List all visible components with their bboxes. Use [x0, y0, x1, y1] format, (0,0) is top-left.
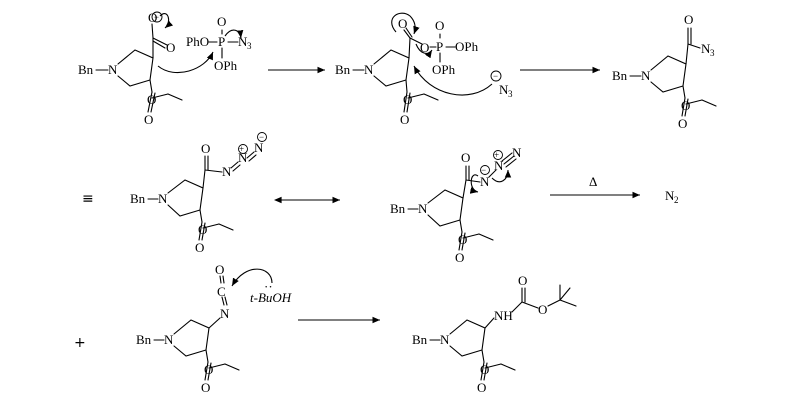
o-label-2e: O: [400, 112, 409, 127]
o-label-6b: O: [204, 362, 213, 377]
bn-label-1: Bn: [78, 62, 94, 77]
o-label-3b: O: [681, 98, 690, 113]
n-label-7: N: [440, 332, 450, 347]
structure-azide-resonance-b: Bn N O N − N + N O O: [390, 145, 522, 265]
equivalence-symbol: ≡: [82, 191, 94, 207]
o-label-5f: O: [455, 250, 464, 265]
tbuoh-label: t-BuOH: [250, 290, 292, 305]
o-label-7d: O: [477, 380, 486, 395]
n-label-3: N: [641, 68, 651, 83]
n-label-6: N: [164, 332, 174, 347]
structure-boc-product: Bn N NH O O O O: [412, 273, 577, 395]
structure-carboxylate: Bn N O O − O O PhO P O N 3 OPh: [78, 10, 252, 127]
o-label-5e: O: [458, 232, 467, 247]
n3-label-1: N: [238, 34, 248, 49]
o-label-3a: O: [684, 12, 693, 27]
o-label-6a: O: [215, 262, 224, 277]
o-label-1d: O: [144, 112, 153, 127]
sub2-label: 2: [674, 195, 679, 205]
minus-charge-2: −: [493, 71, 498, 81]
plus-charge-4: +: [239, 144, 244, 154]
curly-arrow-2b: [391, 12, 420, 35]
bn-label-4: Bn: [130, 191, 146, 206]
o-label-4f: O: [195, 240, 204, 255]
curly-arrow-1c: [159, 13, 173, 29]
sub3-label-3: 3: [710, 48, 715, 58]
plus-symbol: +: [74, 335, 86, 351]
c-label-6: C: [217, 284, 226, 299]
n-label-5b: N: [480, 174, 490, 189]
o-label-6c: O: [201, 380, 210, 395]
n-label-5d: N: [512, 145, 522, 160]
oph-label-2a: OPh: [455, 39, 479, 54]
o-label-3c: O: [678, 116, 687, 131]
minus-charge-4: −: [259, 132, 264, 142]
nh-label: NH: [494, 308, 513, 323]
curly-arrow-2c: [415, 43, 433, 59]
o-label-1e: O: [217, 14, 226, 29]
bn-label-6: Bn: [136, 332, 152, 347]
minus-charge-1: −: [154, 12, 159, 22]
sub3-label-2: 3: [508, 89, 513, 99]
o-label-4a: O: [201, 141, 210, 156]
o-label-2b: O: [420, 40, 429, 55]
curly-arrow-1b: [224, 29, 244, 39]
n-label-5: N: [418, 201, 428, 216]
n-label-4c: N: [238, 150, 248, 165]
bn-label-3: Bn: [612, 68, 628, 83]
p-label-1: P: [218, 34, 225, 49]
curly-arrow-6: [231, 268, 273, 287]
n2-label: N: [665, 188, 675, 203]
n-label-4b: N: [222, 164, 232, 179]
o-label-1c: O: [147, 92, 156, 107]
structure-azide-resonance-a: Bn N O N N + N − O O: [130, 132, 267, 255]
n-label-1: N: [108, 62, 118, 77]
n-label-4d: N: [254, 140, 264, 155]
oph-label-1: OPh: [214, 58, 238, 73]
o-label-1b: O: [166, 40, 175, 55]
n-label-6b: N: [220, 306, 230, 321]
curly-arrow-5b: [491, 169, 512, 183]
pho-label-1: PhO: [186, 34, 209, 49]
curly-arrow-5a: [469, 174, 479, 194]
sub3-label-1: 3: [247, 41, 252, 51]
bn-label-2: Bn: [335, 62, 351, 77]
curly-arrow-2a: [413, 65, 493, 96]
o-label-7c: O: [480, 362, 489, 377]
delta-label: Δ: [589, 174, 597, 189]
o-label-2a: O: [398, 16, 407, 31]
bn-label-7: Bn: [412, 332, 428, 347]
n3-label-2: N: [499, 82, 509, 97]
o-label-2d: O: [403, 92, 412, 107]
structure-acyl-azide: Bn N O N 3 O O: [612, 12, 717, 131]
structure-isocyanate: Bn N N C O t-BuOH ·· O O: [136, 262, 292, 395]
bn-label-5: Bn: [390, 201, 406, 216]
n-label-4: N: [158, 191, 168, 206]
o-label-5a: O: [461, 150, 470, 165]
o-label-1a: O: [148, 10, 157, 25]
p-label-2: P: [436, 39, 443, 54]
structure-mixed-anhydride: Bn N O O P O OPh OPh O O − N 3: [335, 12, 513, 127]
nitrogen-gas: N 2: [665, 188, 679, 205]
curly-arrow-1a: [157, 51, 214, 74]
n-label-5c: N: [494, 158, 504, 173]
n-label-2: N: [364, 62, 374, 77]
oph-label-2b: OPh: [432, 62, 456, 77]
plus-charge-5: +: [494, 150, 499, 160]
o-label-2c: O: [435, 18, 444, 33]
lone-pair-label: ··: [264, 279, 273, 294]
o-label-7a: O: [518, 273, 527, 288]
o-label-7b: O: [538, 302, 547, 317]
minus-charge-5: −: [481, 165, 486, 175]
o-label-4e: O: [198, 222, 207, 237]
n3-label-3: N: [701, 41, 711, 56]
